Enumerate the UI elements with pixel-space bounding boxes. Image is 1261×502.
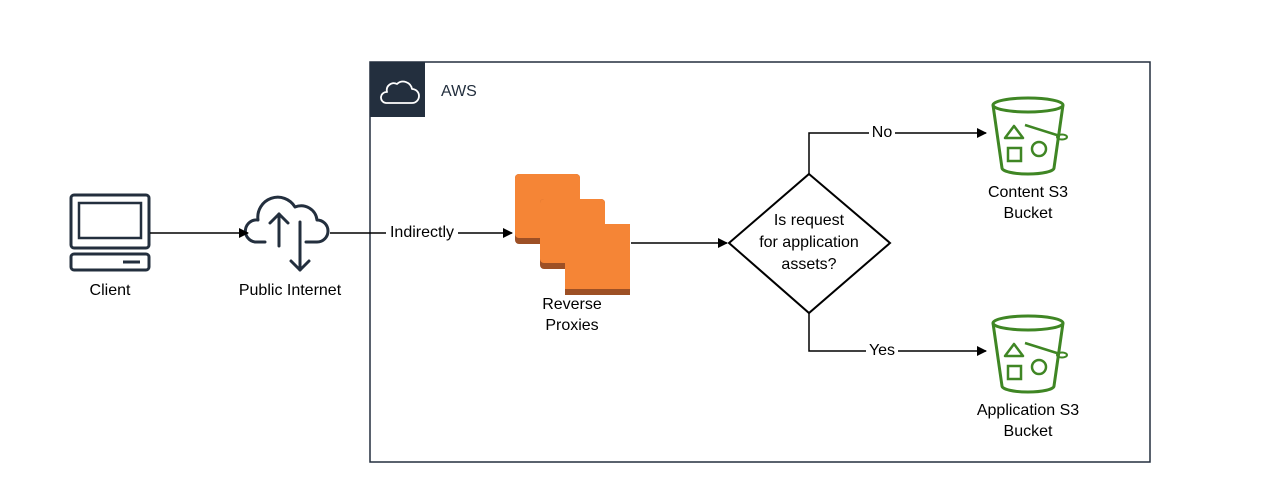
s3-bucket-icon: [991, 96, 1068, 176]
content-bucket-node[interactable]: Content S3 Bucket: [988, 96, 1068, 222]
app-bucket-node[interactable]: Application S3 Bucket: [977, 314, 1079, 440]
app-bucket-label-line2: Bucket: [1004, 423, 1053, 440]
aws-group-border: [369, 61, 1151, 463]
cloud-icon: [380, 80, 420, 104]
aws-group-header: [370, 62, 425, 117]
client-node[interactable]: Client: [69, 193, 151, 299]
edge-label-yes: Yes: [869, 342, 895, 359]
edge-internet-to-proxies: Indirectly: [330, 222, 513, 242]
edge-decision-yes: Yes: [808, 313, 987, 361]
aws-group-title: AWS: [441, 83, 477, 100]
decision-line3: assets?: [781, 256, 836, 273]
server-stack-icon: [515, 174, 630, 295]
cloud-upload-download-icon: [243, 195, 330, 272]
app-bucket-label-line1: Application S3: [977, 402, 1079, 419]
content-bucket-label-line2: Bucket: [1004, 205, 1053, 222]
decision-line2: for application: [759, 234, 859, 251]
s3-bucket-icon: [991, 314, 1068, 394]
content-bucket-label-line1: Content S3: [988, 184, 1068, 201]
internet-label: Public Internet: [239, 282, 342, 299]
desktop-computer-icon: [69, 193, 151, 272]
internet-node[interactable]: Public Internet: [239, 195, 342, 299]
decision-line1: Is request: [774, 212, 845, 229]
decision-node[interactable]: Is request for application assets?: [727, 172, 892, 315]
proxies-label-line1: Reverse: [542, 296, 602, 313]
proxies-label-line2: Proxies: [545, 317, 598, 334]
edge-decision-no: No: [808, 123, 987, 174]
proxies-node[interactable]: Reverse Proxies: [515, 174, 630, 334]
aws-group: AWS: [369, 61, 1151, 463]
edge-label-indirectly: Indirectly: [390, 224, 454, 241]
client-label: Client: [90, 282, 131, 299]
edge-label-no: No: [872, 124, 893, 141]
